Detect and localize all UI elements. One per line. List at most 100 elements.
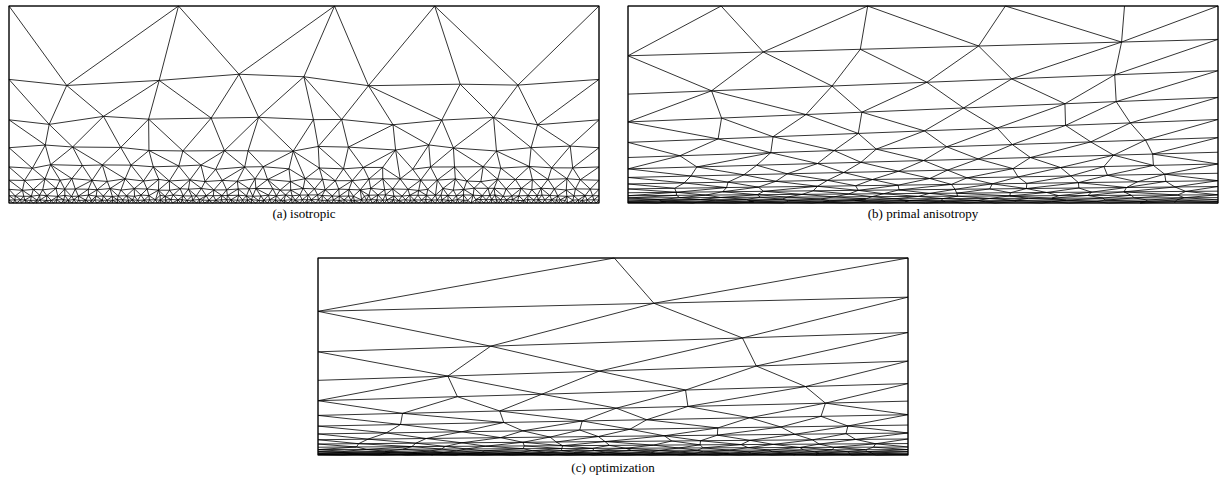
mesh-edge [1012, 125, 1065, 144]
mesh-edge [498, 179, 516, 180]
mesh-edge [318, 376, 448, 401]
mesh-edge [180, 189, 183, 196]
mesh-edge [149, 196, 156, 200]
mesh-edge [56, 180, 60, 188]
mesh-edge [364, 196, 366, 200]
mesh-edge [1026, 183, 1028, 188]
mesh-edge [291, 190, 300, 195]
mesh-edge [545, 195, 550, 199]
mesh-edge [403, 411, 500, 413]
mesh-edge [396, 145, 429, 150]
mesh-edge [503, 189, 506, 196]
mesh-edge [205, 180, 222, 181]
mesh-edge [149, 150, 179, 166]
mesh-edge [58, 196, 64, 199]
mesh-edge [135, 195, 141, 196]
mesh-edge [384, 190, 386, 195]
mesh-edge [548, 178, 567, 180]
mesh-edge [127, 196, 133, 200]
mesh-edge [1018, 177, 1027, 183]
mesh-edge [805, 361, 908, 387]
mesh-edge [675, 183, 685, 188]
mesh-edge [214, 190, 222, 196]
mesh-edge [978, 145, 1012, 159]
mesh-edge [538, 79, 599, 124]
mesh-edge [238, 189, 246, 196]
mesh-edge [276, 190, 280, 196]
mesh-edge [455, 167, 467, 181]
mesh-edge [239, 74, 304, 77]
mesh-edge [758, 181, 776, 187]
mesh-edge [567, 168, 573, 179]
mesh-edge [587, 196, 593, 200]
mesh-edge [222, 180, 226, 189]
anisotropic-mesh [627, 5, 1219, 204]
mesh-edge [1153, 165, 1164, 174]
mesh-edge [403, 397, 458, 414]
mesh-edge [280, 190, 291, 191]
mesh-edge [531, 180, 533, 190]
mesh-edge [542, 394, 616, 408]
mesh-edge [593, 189, 599, 195]
mesh-edge [781, 416, 821, 427]
mesh-edge [534, 199, 538, 201]
mesh-edge [205, 169, 216, 181]
mesh-edge [192, 196, 193, 200]
mesh-edge [51, 165, 72, 179]
mesh-edge [827, 179, 872, 181]
mesh-edge [825, 384, 908, 404]
mesh-edge [426, 432, 462, 439]
mesh-edge [832, 86, 862, 112]
mesh-edge [86, 195, 89, 200]
mesh-edge [580, 167, 599, 180]
mesh-edge [1114, 140, 1146, 155]
mesh-edge [428, 180, 438, 189]
mesh-edge [492, 199, 496, 203]
mesh-edge [182, 200, 184, 203]
mesh-edge [102, 196, 103, 200]
mesh-edge [541, 179, 548, 188]
mesh-edge [60, 179, 72, 181]
mesh-edge [280, 190, 285, 195]
mesh-edge [147, 179, 159, 189]
mesh-edge [494, 188, 503, 196]
mesh-edge [498, 168, 501, 179]
mesh-edge [201, 188, 213, 190]
mesh-edge [869, 201, 905, 202]
mesh-edge [552, 167, 573, 168]
mesh-edge [431, 166, 455, 167]
mesh-edge [441, 195, 448, 196]
mesh-edge [825, 401, 908, 403]
mesh-edge [628, 198, 660, 200]
mesh-edge [127, 196, 129, 200]
mesh-edge [315, 179, 323, 189]
mesh-edge [427, 195, 432, 200]
mesh-edge [818, 185, 856, 187]
mesh-edge [286, 195, 292, 200]
mesh-edge [383, 167, 401, 178]
mesh-edge [147, 189, 158, 190]
mesh-edge [664, 428, 717, 436]
mesh-edge [141, 195, 144, 200]
mesh-edge [664, 436, 700, 441]
mesh-edge [201, 151, 225, 165]
mesh-edge [578, 196, 585, 200]
mesh-edge [343, 167, 363, 168]
mesh-edge [153, 166, 178, 168]
mesh-edge [718, 139, 771, 153]
mesh-edge [582, 420, 646, 421]
mesh-edge [818, 164, 844, 173]
mesh-edge [647, 420, 718, 428]
mesh-edge [448, 346, 491, 376]
mesh-edge [168, 200, 171, 203]
mesh-edge [47, 196, 52, 201]
mesh-edge [131, 165, 153, 167]
mesh-edge [827, 173, 843, 181]
mesh-edge [787, 201, 823, 202]
mesh-edge [315, 188, 326, 190]
mesh-edge [848, 415, 908, 426]
mesh-edge [456, 200, 457, 203]
mesh-edge [1165, 164, 1218, 174]
mesh-edge [486, 196, 490, 200]
mesh-edge [728, 181, 776, 183]
